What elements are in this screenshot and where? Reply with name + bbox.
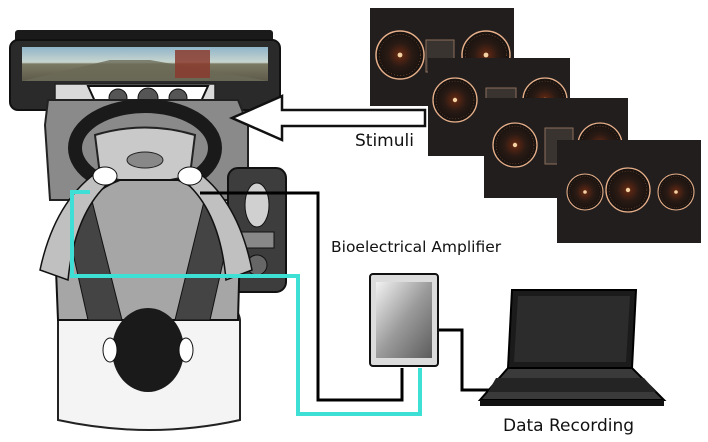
electrode-wire	[70, 190, 422, 416]
data-recording-label: Data Recording	[503, 416, 635, 436]
stimulus-frame	[557, 140, 701, 243]
driver-icon	[39, 166, 253, 431]
arrow-icon	[228, 94, 427, 142]
signal-wire	[200, 191, 404, 402]
output-wire	[438, 328, 512, 392]
laptop-icon	[477, 289, 667, 406]
amplifier-icon	[369, 273, 439, 367]
amplifier-label: Bioelectrical Amplifier	[331, 238, 502, 256]
stimuli-label: Stimuli	[355, 131, 414, 151]
